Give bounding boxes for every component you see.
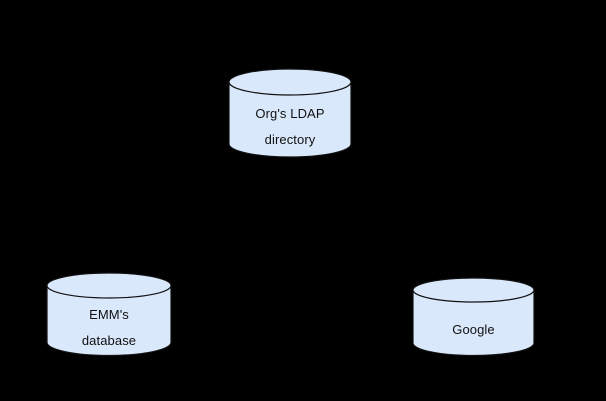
database-cylinder-icon [46,272,172,356]
database-node-google[interactable]: Google [412,277,535,356]
database-cylinder-icon [412,277,535,356]
database-cylinder-icon [228,68,352,158]
database-node-emm[interactable]: EMM's database [46,272,172,356]
database-node-ldap[interactable]: Org's LDAP directory [228,68,352,158]
